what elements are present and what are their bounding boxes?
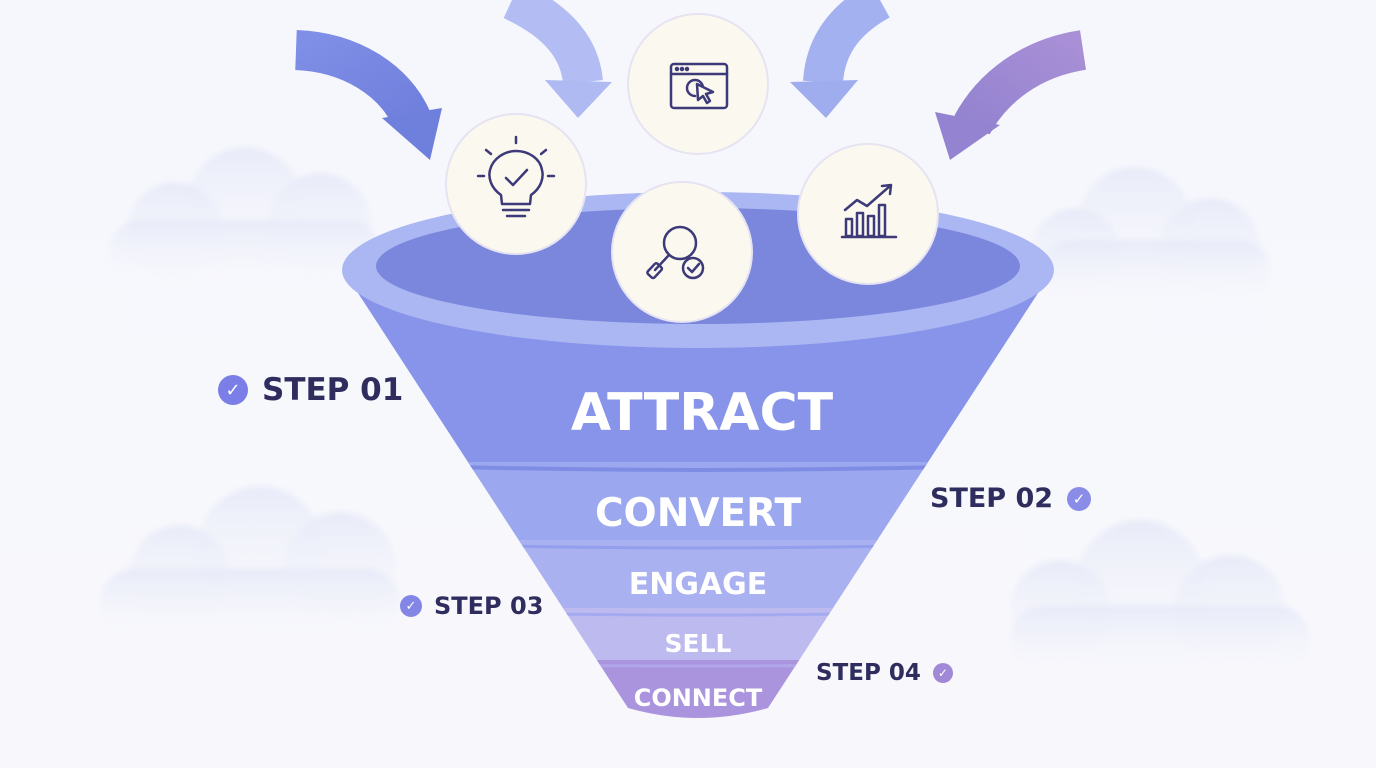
- icon-circle-chart: [797, 143, 939, 285]
- stage-label-attract: ATTRACT: [571, 383, 834, 443]
- icon-circle-lightbulb: [445, 113, 587, 255]
- cloud-right-top: [1031, 167, 1270, 300]
- step-marker-04: STEP 04 ✓: [816, 660, 953, 686]
- magnifier-check-icon: [646, 225, 705, 280]
- checkmark-icon: ✓: [400, 595, 422, 617]
- arrow-left-icon: [294, 30, 442, 160]
- stage-label-connect: CONNECT: [634, 684, 763, 712]
- step-label: STEP 03: [434, 592, 544, 620]
- icon-circle-browser: [627, 13, 769, 155]
- step-marker-01: ✓ STEP 01: [218, 372, 403, 408]
- cloud-left-bottom: [100, 486, 400, 638]
- step-label: STEP 02: [930, 483, 1054, 514]
- stage-label-engage: ENGAGE: [629, 567, 768, 602]
- cloud-right-bottom: [1010, 520, 1310, 675]
- checkmark-icon: ✓: [932, 663, 953, 683]
- growth-chart-icon: [840, 183, 898, 239]
- step-label: STEP 01: [262, 372, 404, 408]
- arrow-right-icon: [935, 30, 1087, 160]
- browser-click-icon: [669, 62, 729, 110]
- step-label: STEP 04: [816, 660, 921, 686]
- checkmark-icon: ✓: [1067, 486, 1092, 511]
- checkmark-icon: ✓: [218, 375, 248, 405]
- icon-circle-magnifier: [611, 181, 753, 323]
- stage-label-sell: SELL: [665, 629, 732, 658]
- arrow-top-right-icon: [790, 0, 891, 118]
- step-marker-02: STEP 02 ✓: [930, 483, 1092, 514]
- lightbulb-check-icon: [476, 135, 556, 218]
- stage-label-convert: CONVERT: [595, 491, 802, 536]
- cloud-left-top: [110, 147, 380, 280]
- step-marker-03: ✓ STEP 03: [400, 592, 543, 620]
- arrow-top-left-icon: [503, 0, 612, 118]
